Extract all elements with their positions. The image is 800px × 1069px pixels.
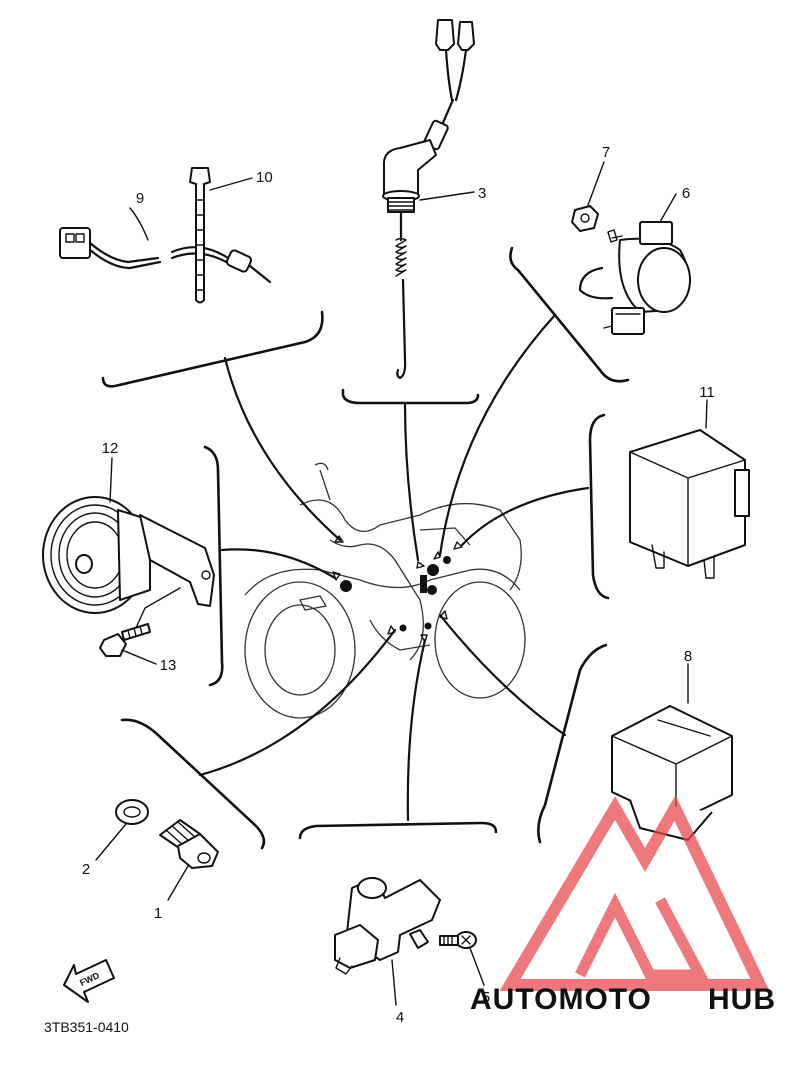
callout-6: 6 (682, 185, 690, 202)
part-3-stop-switch (382, 19, 475, 380)
callout-5: 5 (482, 989, 490, 1006)
part-5-screw (439, 931, 485, 986)
callout-11: 11 (699, 384, 715, 401)
drawing-code: 3TB351-0410 (44, 1019, 129, 1035)
callout-4: 4 (396, 1009, 404, 1026)
part-11-relay-box (629, 399, 750, 579)
part-9-switch-lead (59, 207, 272, 284)
callout-10: 10 (256, 169, 273, 186)
part-4-sidestand-switch (334, 877, 441, 1006)
motorcycle-outline (244, 462, 526, 719)
part-6-relay (578, 193, 691, 335)
callout-3: 3 (478, 185, 486, 202)
fwd-arrow-icon: FWD (63, 959, 115, 1003)
callout-labels: 1 2 3 4 5 6 7 8 9 10 11 12 13 (82, 144, 715, 1026)
part-13-bolt (99, 623, 157, 665)
watermark-brand-part-1: AUTOMOTO (470, 983, 652, 1016)
callout-2: 2 (82, 861, 90, 878)
part-10-cable-tie (189, 167, 253, 304)
callout-8: 8 (684, 648, 692, 665)
part-12-horn (42, 457, 215, 631)
part-2-washer (95, 799, 149, 861)
callout-12: 12 (102, 440, 119, 457)
part-1-pressure-switch (159, 819, 219, 901)
callout-9: 9 (136, 190, 144, 207)
watermark-brand: AUTOMOTO HUB (470, 983, 776, 1016)
leader-lines (198, 313, 590, 822)
callout-1: 1 (154, 905, 162, 922)
part-7-nut (571, 161, 605, 232)
section-brackets (101, 246, 630, 850)
watermark-brand-part-2: HUB (708, 983, 776, 1016)
callout-13: 13 (160, 657, 177, 674)
watermark-logo-icon (499, 795, 770, 991)
callout-7: 7 (602, 144, 610, 161)
